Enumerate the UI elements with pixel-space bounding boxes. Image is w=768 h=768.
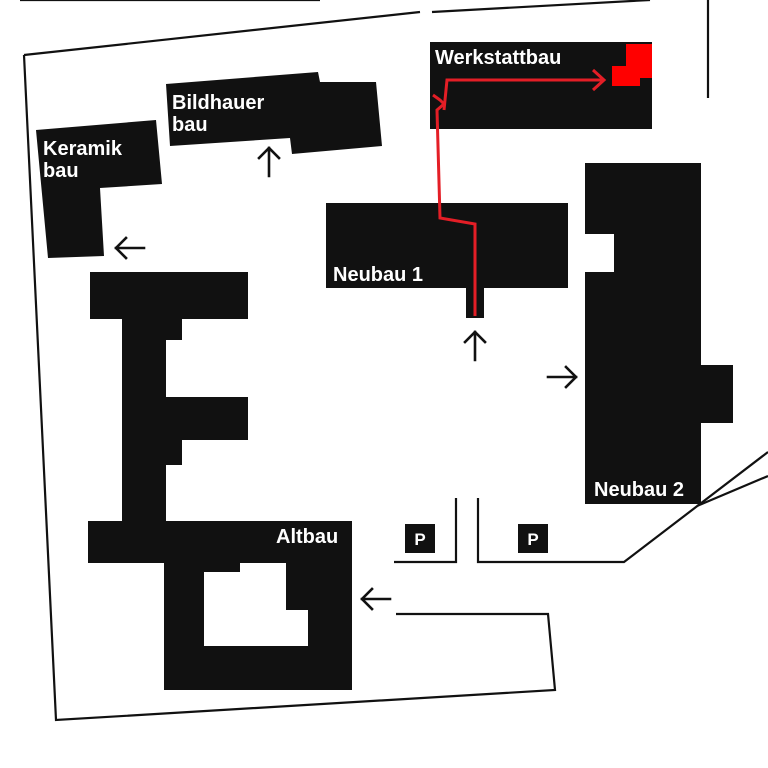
site-outline [20,0,768,722]
parking-sign: P [405,524,435,553]
entrance-arrow-icon [257,146,281,178]
bildhauerbau-label-line1: Bildhauer [172,92,264,114]
bildhauerbau-label-line2: bau [172,114,208,136]
entrance-arrow-icon [114,236,146,260]
werkstattbau-label: Werkstattbau [435,47,561,69]
entrance-arrow-icon [463,330,487,362]
altbau-label: Altbau [276,526,338,548]
parking-label: P [414,530,425,549]
building-neubau1[interactable]: Neubau 1 [326,203,568,318]
building-keramikbau[interactable]: Keramik bau [36,120,162,258]
keramikbau-label-line2: bau [43,160,79,182]
entrance-arrow-icon [360,587,392,611]
route-arrowhead-icon [591,68,607,92]
parking-label: P [527,530,538,549]
parking-sign: P [518,524,548,553]
entrance-arrow-icon [546,365,578,389]
neubau2-label: Neubau 2 [594,479,684,501]
keramikbau-label-line1: Keramik [43,138,123,160]
building-altbau[interactable]: Altbau [88,272,352,690]
route-path [432,68,607,316]
neubau1-label: Neubau 1 [333,264,423,286]
building-bildhauerbau[interactable]: Bildhauer bau [166,72,382,154]
building-neubau2[interactable]: Neubau 2 [585,163,733,504]
destination-square-icon [612,44,652,86]
